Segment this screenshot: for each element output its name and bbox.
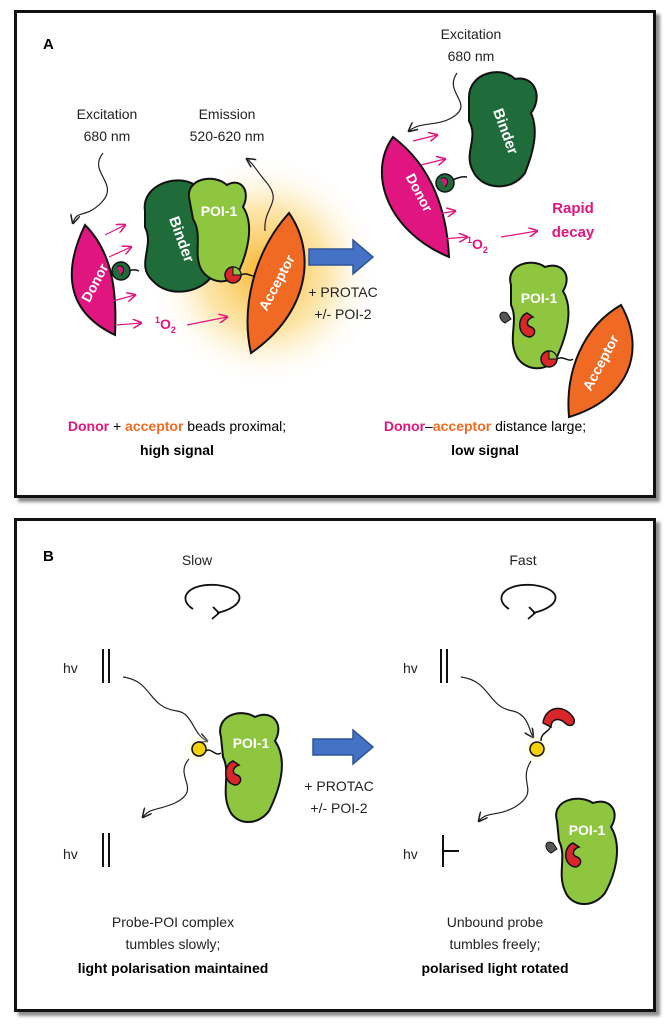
- right-assay-distal: Excitation 680 nm Donor 1O2 Rapid decay …: [380, 26, 634, 458]
- decay-label: decay: [552, 224, 595, 241]
- caption-line-2: tumbles freely;: [449, 936, 540, 952]
- panel-b: B Slow hv POI-1 hv Probe-POI complex tum…: [14, 518, 656, 1012]
- caption-low-signal: low signal: [451, 442, 519, 458]
- left-fp-bound: Slow hv POI-1 hv Probe-POI complex tumbl…: [63, 552, 283, 976]
- free-warhead: [542, 707, 576, 729]
- excitation-label: Excitation: [77, 106, 138, 122]
- rapid-label: Rapid: [552, 200, 594, 217]
- incident-light-arrow: [460, 676, 533, 737]
- singlet-oxygen-label: 1O2: [467, 235, 488, 255]
- protac-transition: + PROTAC +/- POI-2: [304, 728, 375, 816]
- protac-label: + PROTAC: [304, 778, 373, 794]
- protac-transition: + PROTAC +/- POI-2: [308, 238, 378, 322]
- transition-arrow: [308, 238, 375, 276]
- probe-linker: [205, 749, 222, 755]
- hv-incident-label: hv: [63, 660, 78, 676]
- excitation-arrow: [73, 152, 108, 223]
- left-assay-proximal: Excitation 680 nm Emission 520-620 nm Do…: [68, 106, 380, 458]
- donor-bead: [380, 135, 451, 259]
- acceptor-bead: [567, 303, 634, 419]
- emitted-light-arrow: [479, 760, 532, 821]
- poi-1-protein: [219, 712, 283, 823]
- singlet-oxygen-arrow: [420, 159, 445, 165]
- rotation-arrowhead-icon: [211, 606, 221, 620]
- caption-line-1: Unbound probe: [447, 914, 544, 930]
- excitation-label: Excitation: [441, 26, 502, 42]
- emission-label: Emission: [199, 106, 256, 122]
- caption-proximal: Donor + acceptor beads proximal;: [68, 418, 286, 434]
- singlet-oxygen-arrow: [104, 225, 125, 236]
- hv-emitted-label: hv: [63, 846, 78, 862]
- singlet-oxygen-arrow: [432, 211, 455, 215]
- donor-tag: [116, 265, 124, 276]
- panel-a-letter: A: [43, 36, 54, 53]
- poi-2-label: +/- POI-2: [310, 800, 367, 816]
- transition-arrow: [312, 728, 375, 766]
- caption-rotated: polarised light rotated: [421, 960, 568, 976]
- emission-wavelength: 520-620 nm: [190, 128, 265, 144]
- poi-1-label: POI-1: [233, 735, 270, 751]
- donor-tag: [440, 177, 448, 188]
- rotation-arrowhead-icon: [527, 606, 537, 620]
- panel-a: A Excitation 680 nm Emission 520-620 nm …: [14, 10, 656, 498]
- binder-protein: [468, 71, 538, 188]
- singlet-oxygen-label: 1O2: [155, 315, 176, 335]
- acceptor-linker: [556, 357, 574, 361]
- panel-b-letter: B: [43, 548, 54, 565]
- excitation-arrow: [409, 72, 462, 131]
- warhead: [565, 842, 582, 868]
- free-probe: [529, 741, 545, 757]
- singlet-oxygen-arrow: [112, 295, 135, 301]
- rotation-icon: [184, 584, 241, 614]
- speed-label-fast: Fast: [509, 552, 536, 568]
- caption-distance-large: Donor–acceptor distance large;: [384, 418, 586, 434]
- caption-line-2: tumbles slowly;: [126, 936, 221, 952]
- caption-line-1: Probe-POI complex: [112, 914, 234, 930]
- warhead: [519, 312, 536, 338]
- emission-arrow: [247, 159, 274, 232]
- caption-maintained: light polarisation maintained: [78, 960, 269, 976]
- hv-emitted-label: hv: [403, 846, 418, 862]
- poi-1-protein: [187, 177, 251, 283]
- acceptor-bead: [246, 211, 306, 355]
- excitation-wavelength: 680 nm: [448, 48, 495, 64]
- poi-1-protein: [509, 261, 570, 370]
- singlet-oxygen-arrow: [412, 135, 437, 141]
- singlet-oxygen-arrow: [108, 247, 131, 258]
- poi-1-label: POI-1: [521, 290, 558, 306]
- fluorescent-probe: [191, 741, 207, 757]
- singlet-oxygen-arrow: [116, 323, 141, 325]
- singlet-oxygen-arrow: [186, 317, 227, 326]
- poi-1-protein: [555, 797, 618, 905]
- right-fp-unbound: Fast hv hv POI-1 Unbound probe tumbles f…: [403, 552, 618, 976]
- panel-b-diagram: B Slow hv POI-1 hv Probe-POI complex tum…: [43, 548, 618, 976]
- donor-bead: [70, 223, 117, 337]
- excitation-wavelength: 680 nm: [84, 128, 131, 144]
- rotation-icon: [500, 584, 557, 614]
- warhead: [225, 760, 242, 786]
- panel-a-diagram: A Excitation 680 nm Emission 520-620 nm …: [43, 26, 634, 458]
- protac-ligand: [499, 311, 512, 324]
- emitted-light-arrow: [143, 758, 190, 817]
- singlet-oxygen-arrow: [442, 237, 467, 239]
- speed-label-slow: Slow: [182, 552, 213, 568]
- singlet-oxygen-arrow: [500, 231, 537, 238]
- protac-ligand: [545, 841, 558, 854]
- caption-high-signal: high signal: [140, 442, 214, 458]
- poi-1-label: POI-1: [201, 203, 238, 219]
- incident-light-arrow: [122, 676, 207, 741]
- poi-1-label: POI-1: [569, 822, 606, 838]
- poi-2-label: +/- POI-2: [314, 306, 371, 322]
- hv-incident-label: hv: [403, 660, 418, 676]
- protac-label: + PROTAC: [308, 284, 377, 300]
